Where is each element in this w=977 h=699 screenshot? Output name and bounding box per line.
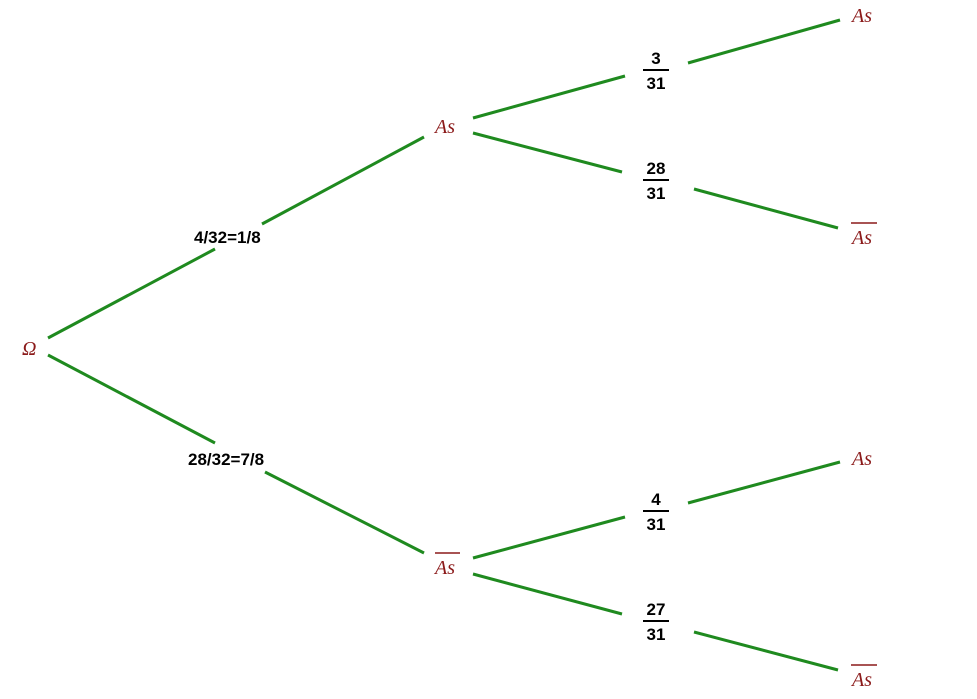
fraction-numerator: 28	[647, 159, 666, 178]
edge-as-to-as	[472, 74, 626, 120]
fraction-numerator: 27	[647, 600, 666, 619]
node-as: As	[433, 116, 455, 138]
edge-root-to-as-cont	[261, 135, 425, 226]
leaf-not-as-not-as: As	[850, 669, 872, 691]
fraction-as-as: 3 31	[643, 49, 669, 93]
fraction-numerator: 3	[651, 49, 660, 68]
edge-not-as-to-not-as-cont	[693, 630, 839, 672]
edge-not-as-to-as	[472, 515, 626, 560]
edge-as-to-not-as	[472, 131, 623, 174]
leaf-not-as-as: As	[850, 448, 872, 470]
edge-root-to-not-as	[47, 353, 216, 445]
edge-root-to-not-as-cont	[264, 470, 425, 555]
fraction-denominator: 31	[647, 184, 666, 203]
edge-not-as-to-as-cont	[687, 460, 841, 505]
edge-not-as-to-not-as	[472, 572, 623, 616]
fraction-denominator: 31	[647, 625, 666, 644]
probability-as-label: 4/32=1/8	[194, 228, 261, 247]
fraction-not-as-as: 4 31	[643, 490, 669, 534]
edge-as-to-as-cont	[687, 18, 841, 65]
fraction-numerator: 4	[651, 490, 661, 509]
probability-not-as-label: 28/32=7/8	[188, 450, 264, 469]
fraction-denominator: 31	[647, 74, 666, 93]
edge-as-to-not-as-cont	[693, 187, 839, 230]
fraction-not-as-not-as: 27 31	[643, 600, 669, 644]
leaf-as-as: As	[850, 5, 872, 27]
leaf-as-not-as: As	[850, 227, 872, 249]
root-node-omega: Ω	[22, 338, 36, 360]
fraction-denominator: 31	[647, 515, 666, 534]
fraction-as-not-as: 28 31	[643, 159, 669, 203]
edge-root-to-as	[47, 247, 216, 340]
node-not-as: As	[433, 557, 455, 579]
